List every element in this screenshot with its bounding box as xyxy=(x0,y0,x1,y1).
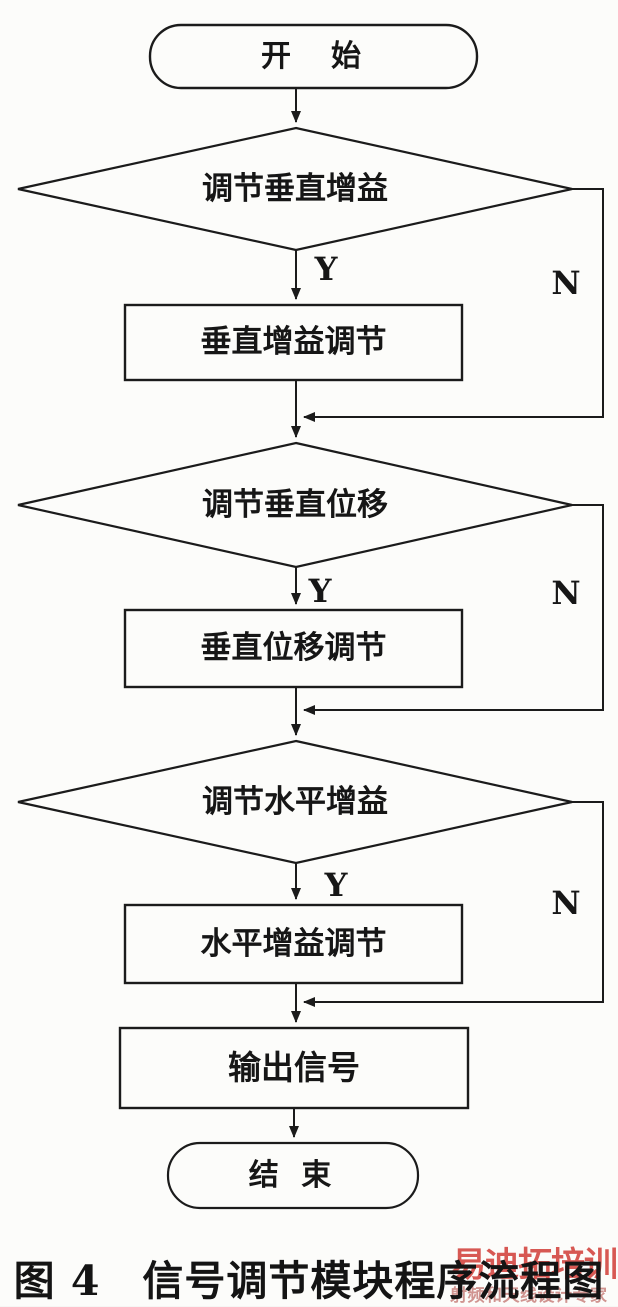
process-1-label: 垂直增益调节 xyxy=(200,324,387,361)
process-2-shape xyxy=(123,608,464,689)
process-3-shape xyxy=(123,903,464,985)
process-4-label: 输出信号 xyxy=(228,1047,360,1087)
process-1-shape xyxy=(123,303,464,382)
start-terminator-label: 开 始 xyxy=(261,39,366,74)
end-terminator-label: 结 束 xyxy=(248,1158,338,1193)
end-terminator-shape xyxy=(166,1141,420,1210)
decision-1-label: 调节垂直增益 xyxy=(202,170,388,207)
figure-caption: 图 4 信号调节模块程序流程图 xyxy=(13,1256,605,1305)
connector-d2-no-loop xyxy=(303,504,604,715)
connector-d1-no-loop xyxy=(303,188,604,422)
process-2-label: 垂直位移调节 xyxy=(200,630,387,667)
start-terminator-shape xyxy=(148,23,479,90)
decision-2-no-label: N xyxy=(551,574,581,613)
watermark-tagline: 射频和天线设计专家 xyxy=(450,1285,608,1305)
watermark-logo: 易迪拓培训 xyxy=(452,1245,618,1284)
decision-2-label: 调节垂直位移 xyxy=(202,486,388,523)
decision-1-no-label: N xyxy=(551,264,581,303)
decision-3-no-label: N xyxy=(551,884,581,923)
decision-3-yes-label: Y xyxy=(324,866,348,905)
decision-2-yes-label: Y xyxy=(308,572,332,611)
decision-3-label: 调节水平增益 xyxy=(202,783,388,820)
connector-d3-no-loop xyxy=(303,801,604,1007)
process-4-shape xyxy=(118,1026,470,1110)
decision-1-yes-label: Y xyxy=(314,250,338,289)
process-3-label: 水平增益调节 xyxy=(200,925,387,962)
